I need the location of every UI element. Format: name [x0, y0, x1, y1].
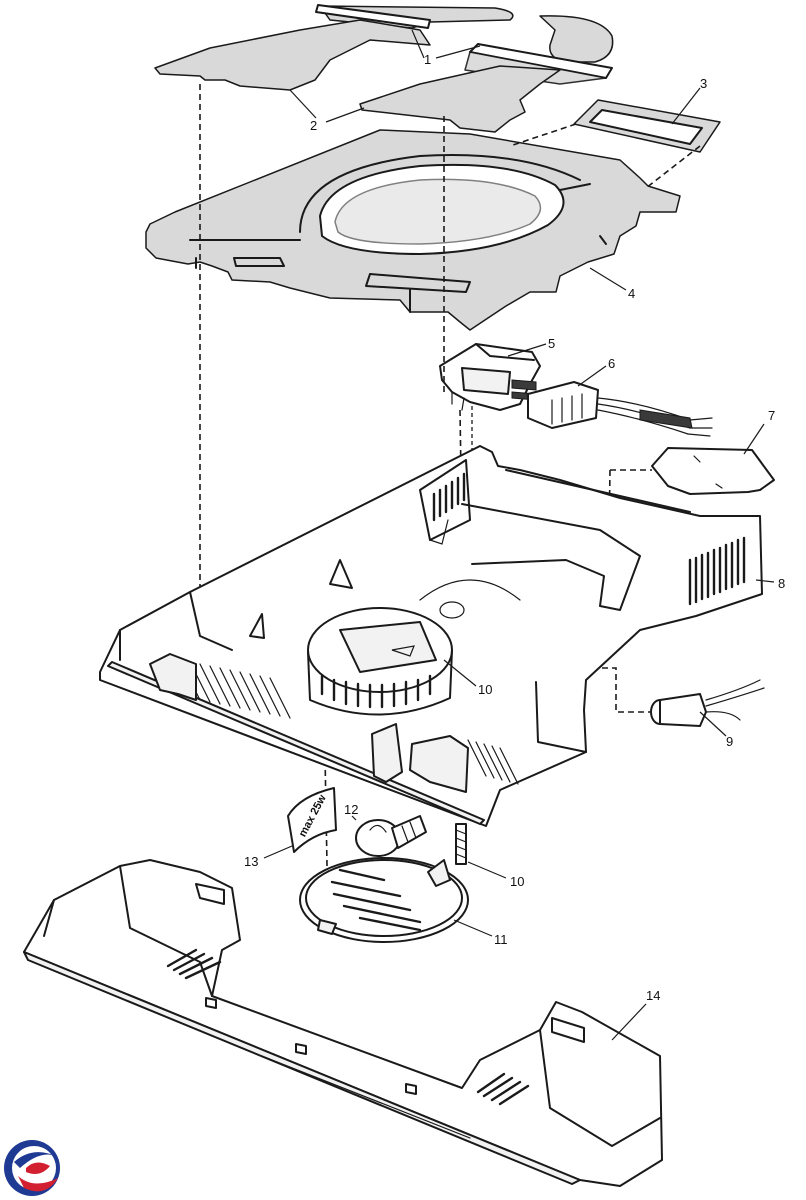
part-13-warning-label: max 25w [287, 787, 337, 853]
callout-leaders [263, 29, 775, 1041]
lamp-holder [307, 607, 453, 716]
housing-clips [149, 653, 469, 793]
callout-8: 8 [778, 576, 785, 591]
part-10-screw [455, 823, 467, 865]
housing-grille-front [179, 659, 519, 785]
base-tray-slots-left [166, 948, 222, 980]
callout-11: 11 [494, 932, 508, 947]
part-11-lamp-cover [299, 857, 469, 943]
base-tray-slots-right [476, 1072, 530, 1106]
callout-12: 12 [344, 802, 358, 817]
part-14-base-tray [23, 859, 663, 1187]
callout-7: 7 [768, 408, 775, 423]
part-8-housing [99, 445, 763, 827]
part-12-bulb [355, 815, 427, 857]
part-6-connector [527, 381, 713, 437]
part-3-gasket [573, 99, 721, 153]
callout-13: 13 [244, 854, 258, 869]
lamp-holder-ribs [320, 674, 432, 709]
callout-6: 6 [608, 356, 615, 371]
callout-3: 3 [700, 76, 707, 91]
callout-14: 14 [646, 988, 660, 1003]
brand-logo [4, 1140, 60, 1196]
callout-5: 5 [548, 336, 555, 351]
callout-labels: 1 2 3 4 5 6 7 8 9 10 10 11 12 13 14 [244, 52, 785, 1003]
lamp-cover-slots [330, 868, 422, 932]
part-9-indicator-lamp [650, 679, 765, 727]
housing-vent-right [688, 536, 746, 606]
callout-10-upper: 10 [478, 682, 492, 697]
callout-10-lower: 10 [510, 874, 524, 889]
logo-swoosh-blue [14, 1152, 56, 1168]
logo-center-red [26, 1162, 50, 1174]
part-5-switch-module [439, 343, 541, 411]
callout-4: 4 [628, 286, 635, 301]
logo-swoosh-red [18, 1176, 58, 1192]
callout-1: 1 [424, 52, 431, 67]
part-7-cover-plate [651, 447, 775, 495]
callout-9: 9 [726, 734, 733, 749]
callout-2: 2 [310, 118, 317, 133]
housing-vent-top [432, 472, 466, 522]
part-4-insulation-block [145, 129, 681, 331]
part-2-foam-pads [154, 19, 561, 133]
